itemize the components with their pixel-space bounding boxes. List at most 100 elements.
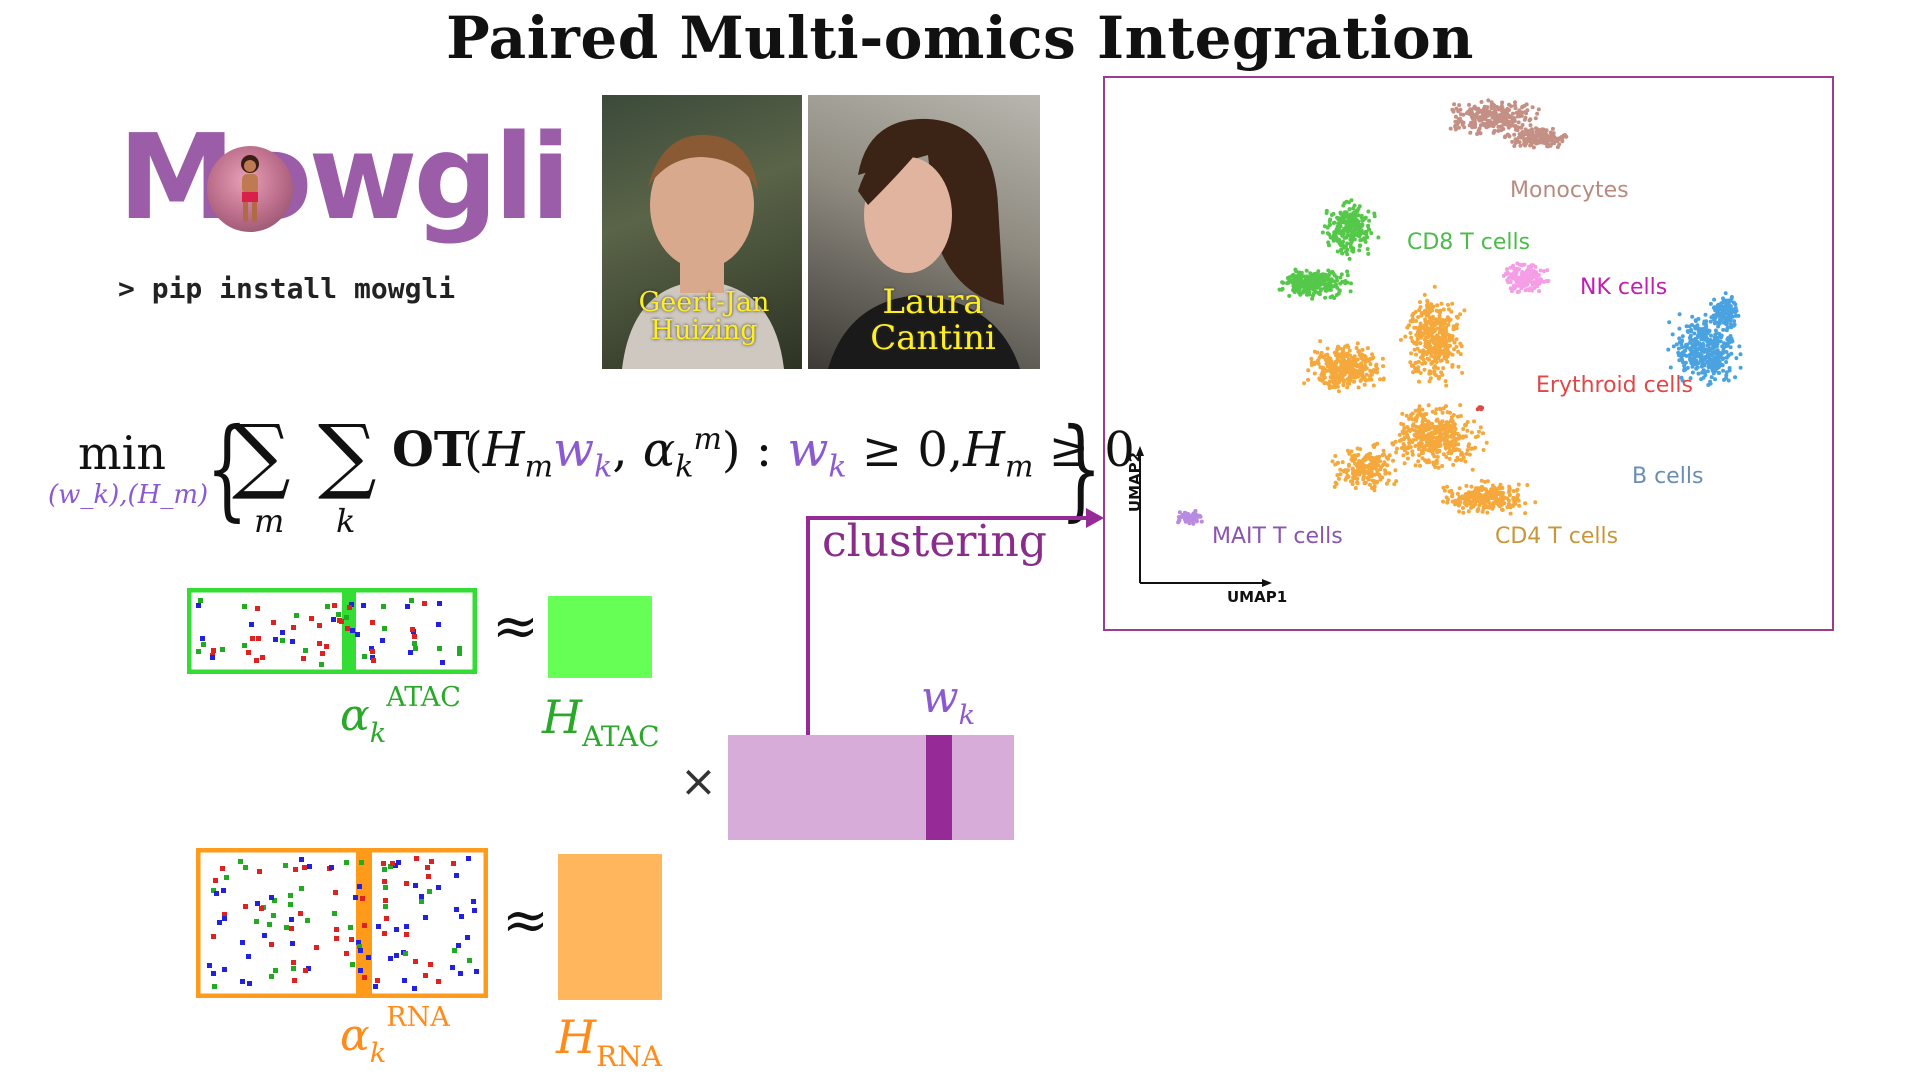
alpha-symbol: α — [340, 1010, 370, 1061]
umap-point — [1518, 143, 1523, 148]
umap-point — [1286, 280, 1291, 285]
umap-point — [1426, 458, 1431, 463]
umap-point — [1517, 262, 1522, 267]
umap-point — [1363, 480, 1368, 485]
umap-point — [1298, 292, 1303, 297]
umap-point — [1362, 382, 1367, 387]
umap-point — [1346, 360, 1351, 365]
umap-point — [1423, 310, 1427, 314]
umap-point — [1301, 290, 1306, 295]
matrix-entry — [250, 636, 255, 641]
umap-point — [1533, 116, 1538, 121]
umap-point — [1498, 496, 1503, 501]
umap-point — [1737, 344, 1742, 349]
umap-point — [1376, 463, 1381, 468]
umap-point — [1546, 279, 1551, 283]
umap-point — [1398, 337, 1403, 342]
umap-point — [1693, 324, 1697, 329]
umap-point — [1347, 207, 1352, 212]
umap-point — [1526, 265, 1531, 269]
umap-point — [1461, 112, 1466, 117]
matrix-entry — [207, 963, 212, 968]
umap-point — [1198, 514, 1203, 519]
umap-point — [1481, 121, 1486, 126]
umap-point — [1445, 500, 1450, 505]
umap-point — [1329, 213, 1334, 217]
w-symbol: w — [921, 672, 959, 723]
umap-point — [1349, 222, 1354, 227]
matrix-entry — [249, 622, 254, 627]
umap-point — [1336, 368, 1341, 373]
umap-point — [1342, 201, 1347, 206]
umap-point — [1351, 363, 1356, 368]
umap-point — [1411, 370, 1416, 375]
matrix-entry — [254, 658, 259, 663]
matrix-entry — [465, 935, 470, 940]
umap-point — [1505, 112, 1510, 117]
umap-point — [1434, 425, 1439, 429]
umap-point — [1676, 350, 1681, 355]
matrix-entry — [396, 860, 401, 865]
umap-point — [1320, 230, 1325, 235]
umap-point — [1454, 458, 1458, 463]
umap-point — [1457, 125, 1461, 130]
matrix-entry — [357, 944, 362, 949]
umap-point — [1417, 332, 1422, 337]
umap-point — [1357, 352, 1362, 357]
matrix-entry — [334, 936, 339, 941]
umap-point — [1511, 263, 1516, 268]
umap-point — [1524, 132, 1529, 136]
umap-point — [1509, 123, 1514, 128]
umap-point — [1334, 282, 1338, 287]
umap-point — [1525, 268, 1530, 273]
cluster-label-nk: NK cells — [1580, 275, 1668, 300]
umap-point — [1727, 366, 1732, 370]
umap-point — [1470, 125, 1475, 130]
umap-point — [1322, 375, 1327, 380]
umap-point — [1458, 352, 1463, 357]
matrix-entry — [337, 618, 342, 623]
umap-point — [1335, 473, 1340, 478]
umap-point — [1465, 420, 1470, 424]
umap-point — [1461, 510, 1466, 515]
umap-point — [1430, 314, 1435, 319]
sum-index-m: m — [254, 502, 285, 540]
umap-point — [1446, 497, 1450, 502]
umap-point — [1436, 465, 1441, 470]
umap-point — [1338, 210, 1343, 215]
umap-point — [1481, 431, 1485, 436]
umap-point — [1713, 377, 1717, 382]
matrix-entry — [291, 625, 296, 630]
matrix-entry — [214, 891, 219, 896]
umap-x-label: UMAP1 — [1227, 588, 1288, 606]
matrix-entry — [403, 951, 408, 956]
umap-point — [1456, 349, 1461, 354]
umap-point — [1693, 318, 1698, 323]
matrix-entry — [454, 873, 459, 878]
umap-point — [1685, 329, 1690, 334]
matrix-entry — [353, 895, 358, 900]
matrix-entry — [288, 893, 293, 898]
umap-point — [1483, 503, 1488, 508]
umap-point — [1365, 247, 1370, 251]
umap-point — [1334, 236, 1339, 241]
umap-point — [1199, 519, 1204, 524]
umap-point — [1684, 324, 1689, 329]
umap-point — [1466, 509, 1471, 514]
umap-point — [1525, 108, 1530, 113]
umap-point — [1347, 451, 1352, 456]
umap-point — [1345, 448, 1350, 453]
umap-point — [1299, 284, 1304, 289]
umap-point — [1387, 471, 1392, 476]
matrix-entry — [457, 651, 462, 656]
umap-point — [1505, 505, 1510, 510]
umap-point — [1702, 349, 1707, 354]
umap-point — [1357, 349, 1362, 354]
matrix-entry — [303, 648, 308, 653]
umap-point — [1510, 139, 1515, 144]
umap-point — [1324, 276, 1329, 281]
umap-point — [1428, 347, 1432, 352]
matrix-entry — [284, 925, 289, 930]
umap-point — [1477, 118, 1482, 122]
umap-point — [1441, 499, 1446, 504]
